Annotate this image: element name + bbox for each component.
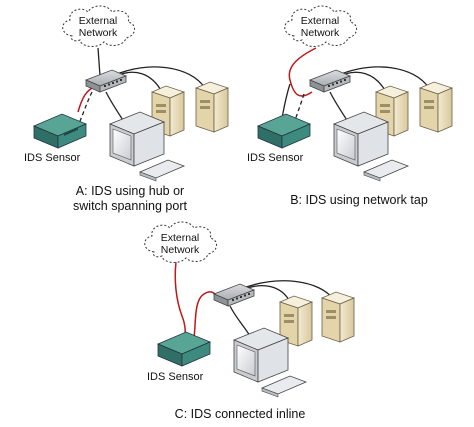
monitor-icon: [332, 111, 390, 167]
keyboard-icon: [138, 159, 186, 182]
cable-to-workstation: [105, 91, 125, 123]
caption-a-line1: A: IDS using hub or: [75, 184, 185, 198]
monitor-icon: [232, 327, 290, 383]
ids-sensor-icon: [256, 113, 312, 149]
panel-a: [32, 5, 230, 182]
keyboard-icon: [362, 159, 410, 182]
ids-sensor-icon: [156, 331, 212, 367]
server-tower-icon: [418, 81, 454, 133]
panel-c: [144, 221, 356, 398]
cloud-icon: [284, 5, 357, 47]
cable-to-workstation: [229, 305, 251, 337]
cable-to-server2: [237, 280, 335, 301]
hub-icon: [84, 69, 128, 93]
cloud-icon: [144, 221, 217, 263]
caption-c: C: IDS connected inline: [174, 407, 306, 421]
cable-tap-to-sensor: [281, 83, 291, 119]
cloud-label-b: External Network: [285, 15, 355, 39]
cloud-label-c-line: External Network: [160, 232, 200, 256]
hub-icon: [212, 283, 256, 307]
cable-to-server2: [111, 66, 206, 89]
cloud-label-c: External Network: [145, 232, 215, 256]
cloud-label-a-line: External Network: [78, 15, 118, 39]
cloud-label-a: External Network: [63, 15, 133, 39]
cable-sensor-to-hub-red: [193, 291, 217, 339]
caption-b: B: IDS using network tap: [290, 193, 428, 207]
cable-external-red: [288, 47, 317, 97]
monitor-icon: [108, 111, 166, 167]
cable-to-server2: [335, 66, 430, 89]
server-tower-icon: [320, 291, 356, 343]
caption-a-line2: switch spanning port: [73, 199, 187, 213]
server-tower-icon: [278, 295, 314, 347]
sensor-label-c: IDS Sensor: [147, 371, 204, 383]
panel-b: [256, 5, 454, 182]
sensor-label-a: IDS Sensor: [24, 152, 81, 164]
caption-a: A: IDS using hub or switch spanning port: [40, 184, 220, 214]
cloud-icon: [62, 5, 135, 47]
server-tower-icon: [194, 81, 230, 133]
sensor-label-b: IDS Sensor: [247, 152, 304, 164]
server-tower-icon: [150, 85, 186, 137]
hub-icon: [308, 69, 352, 93]
cable-tap-dashed: [291, 93, 305, 129]
cloud-label-b-line: External Network: [300, 15, 340, 39]
cable-external-red: [174, 261, 187, 343]
ids-sensor-icon: [32, 113, 88, 149]
cable-external: [97, 47, 101, 77]
cable-monitored-red: [77, 85, 97, 113]
keyboard-icon: [260, 375, 308, 398]
cable-to-workstation: [329, 91, 349, 123]
